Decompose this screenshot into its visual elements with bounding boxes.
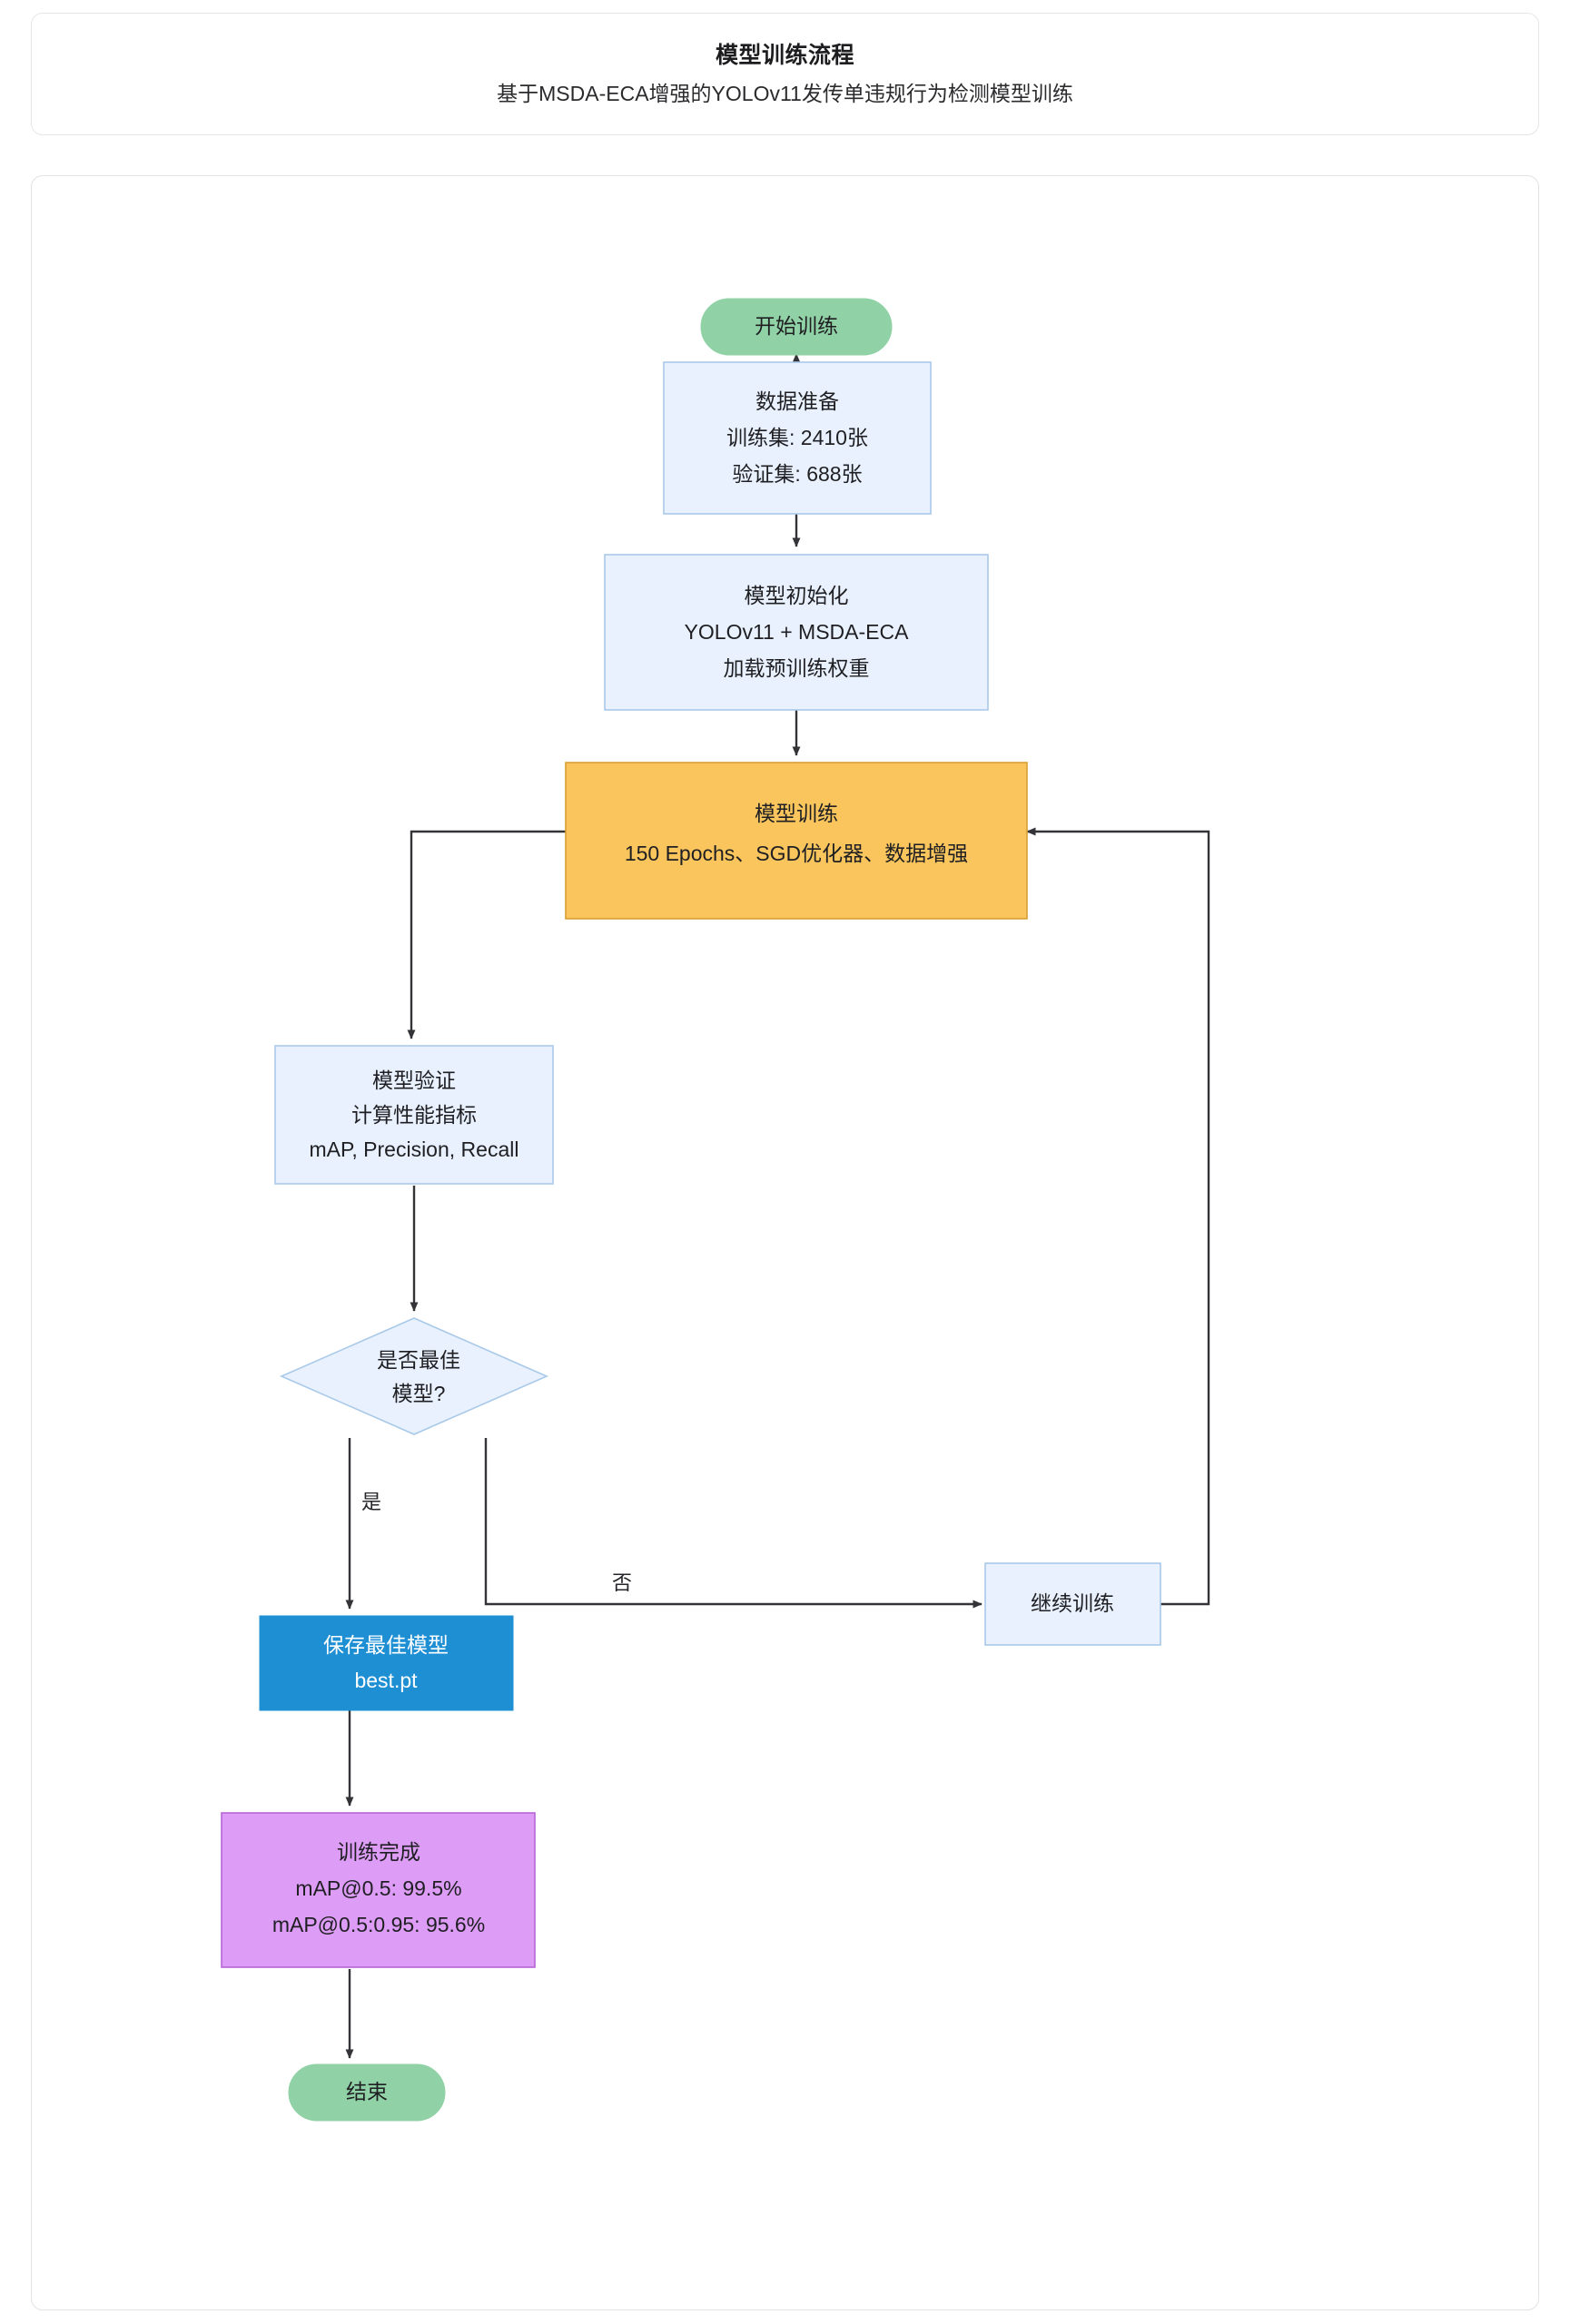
node-end-shape[interactable] <box>288 2063 446 2122</box>
edge-label-yes: 是 <box>361 1491 381 1513</box>
edge-continue-training-to-training <box>1026 827 1210 1606</box>
node-model-init-line-2: YOLOv11 + MSDA-ECA <box>685 620 910 644</box>
edge-layer <box>345 353 1210 2059</box>
node-end-label: 结束 <box>346 2080 388 2103</box>
node-is-best-line-1: 是否最佳 <box>377 1348 460 1372</box>
node-model-init-line-1: 模型初始化 <box>745 584 849 607</box>
node-model-init-shape[interactable] <box>604 554 989 711</box>
diagram-card: 是 否 开始训练 数据准备 训练集: 2410张 验证集: 688张 模型初始化… <box>31 175 1539 2310</box>
flowchart-canvas: 是 否 开始训练 数据准备 训练集: 2410张 验证集: 688张 模型初始化… <box>221 298 1210 2122</box>
edge-label-layer: 是 否 <box>361 1491 632 1594</box>
node-model-init[interactable]: 模型初始化 YOLOv11 + MSDA-ECA 加载预训练权重 <box>604 554 989 711</box>
edge-is-best-to-continue-training <box>484 1438 982 1609</box>
node-validation-line-3: mAP, Precision, Recall <box>310 1137 519 1161</box>
node-end[interactable]: 结束 <box>288 2063 446 2122</box>
node-save-best-line-1: 保存最佳模型 <box>323 1633 449 1657</box>
header-card: 模型训练流程 基于MSDA-ECA增强的YOLOv11发传单违规行为检测模型训练 <box>31 13 1539 135</box>
node-is-best-shape[interactable] <box>280 1317 548 1435</box>
node-training[interactable]: 模型训练 150 Epochs、SGD优化器、数据增强 <box>565 762 1028 920</box>
node-continue-training-shape[interactable] <box>984 1562 1161 1646</box>
node-save-best[interactable]: 保存最佳模型 best.pt <box>259 1615 514 1711</box>
node-complete-line-3: mAP@0.5:0.95: 95.6% <box>272 1913 485 1936</box>
node-data-prep-line-2: 训练集: 2410张 <box>726 426 868 449</box>
node-continue-training-label: 继续训练 <box>1031 1591 1114 1615</box>
page-subtitle: 基于MSDA-ECA增强的YOLOv11发传单违规行为检测模型训练 <box>497 81 1073 105</box>
node-validation-line-2: 计算性能指标 <box>351 1103 477 1127</box>
node-training-line-2: 150 Epochs、SGD优化器、数据增强 <box>625 842 968 865</box>
node-save-best-line-2: best.pt <box>354 1669 418 1692</box>
node-data-prep-line-3: 验证集: 688张 <box>732 462 862 486</box>
page-title: 模型训练流程 <box>715 42 854 68</box>
node-is-best[interactable]: 是否最佳 模型? <box>280 1317 548 1435</box>
node-start-label: 开始训练 <box>755 314 838 338</box>
node-validation[interactable]: 模型验证 计算性能指标 mAP, Precision, Recall <box>274 1045 554 1185</box>
edge-training-to-validation <box>407 830 566 1039</box>
node-start-shape[interactable] <box>700 298 893 356</box>
node-start[interactable]: 开始训练 <box>700 298 893 356</box>
node-is-best-line-2: 模型? <box>392 1382 446 1405</box>
node-data-prep-shape[interactable] <box>663 361 932 515</box>
node-save-best-shape[interactable] <box>259 1615 514 1711</box>
node-complete[interactable]: 训练完成 mAP@0.5: 99.5% mAP@0.5:0.95: 95.6% <box>221 1812 536 1968</box>
node-training-line-1: 模型训练 <box>755 802 838 825</box>
node-continue-training[interactable]: 继续训练 <box>984 1562 1161 1646</box>
node-model-init-line-3: 加载预训练权重 <box>724 656 870 680</box>
node-validation-shape[interactable] <box>274 1045 554 1185</box>
node-complete-line-1: 训练完成 <box>337 1840 420 1864</box>
edge-label-no: 否 <box>612 1571 632 1594</box>
node-data-prep[interactable]: 数据准备 训练集: 2410张 验证集: 688张 <box>663 361 932 515</box>
node-complete-shape[interactable] <box>221 1812 536 1968</box>
node-complete-line-2: mAP@0.5: 99.5% <box>295 1876 461 1900</box>
node-data-prep-line-1: 数据准备 <box>755 389 839 413</box>
node-validation-line-1: 模型验证 <box>372 1068 456 1092</box>
node-training-shape[interactable] <box>565 762 1028 920</box>
